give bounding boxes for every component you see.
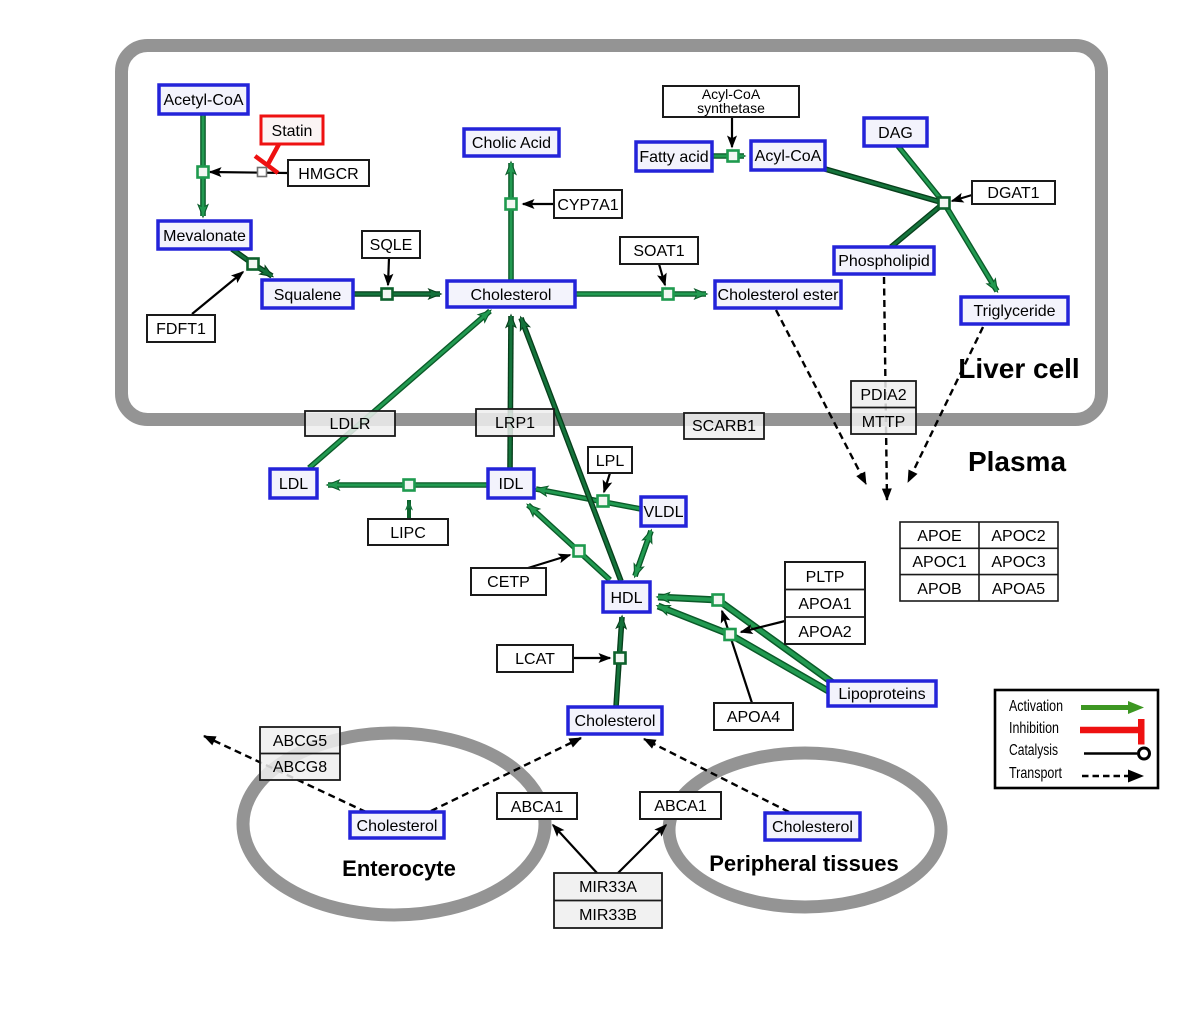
svg-text:APOA5: APOA5 [992, 581, 1045, 598]
svg-text:SQLE: SQLE [370, 237, 413, 254]
svg-text:APOC1: APOC1 [912, 554, 966, 571]
svg-text:DGAT1: DGAT1 [987, 185, 1039, 202]
svg-text:ABCA1: ABCA1 [511, 799, 564, 816]
svg-text:Lipoproteins: Lipoproteins [838, 686, 925, 703]
svg-text:Cholic Acid: Cholic Acid [472, 135, 551, 152]
svg-text:CETP: CETP [487, 574, 530, 591]
svg-text:PLTP: PLTP [806, 569, 845, 586]
svg-text:Statin: Statin [272, 123, 313, 140]
svg-text:FDFT1: FDFT1 [156, 321, 206, 338]
svg-text:VLDL: VLDL [643, 504, 683, 521]
svg-text:Acyl-CoA: Acyl-CoA [755, 148, 822, 165]
svg-text:Phospholipid: Phospholipid [838, 253, 930, 270]
svg-text:Acyl-CoA: Acyl-CoA [702, 86, 761, 102]
svg-text:Cholesterol ester: Cholesterol ester [718, 287, 840, 304]
svg-text:APOA2: APOA2 [798, 624, 851, 641]
svg-text:Liver cell: Liver cell [958, 353, 1079, 384]
svg-text:MTTP: MTTP [862, 414, 906, 431]
svg-text:ABCG5: ABCG5 [273, 733, 327, 750]
svg-text:MIR33B: MIR33B [579, 907, 637, 924]
svg-text:CYP7A1: CYP7A1 [557, 197, 618, 214]
svg-text:SCARB1: SCARB1 [692, 418, 756, 435]
svg-text:Cholesterol: Cholesterol [357, 818, 438, 835]
svg-text:Inhibition: Inhibition [1009, 720, 1059, 737]
svg-text:SOAT1: SOAT1 [633, 243, 684, 260]
svg-text:Transport: Transport [1009, 765, 1062, 782]
svg-text:Peripheral tissues: Peripheral tissues [709, 851, 899, 876]
svg-text:LDLR: LDLR [330, 416, 371, 433]
svg-text:APOB: APOB [917, 581, 961, 598]
svg-text:Enterocyte: Enterocyte [342, 856, 456, 881]
svg-text:APOC3: APOC3 [991, 554, 1045, 571]
svg-text:LPL: LPL [596, 453, 625, 470]
svg-text:APOA1: APOA1 [798, 596, 851, 613]
svg-text:HMGCR: HMGCR [298, 166, 358, 183]
svg-text:Activation: Activation [1009, 698, 1063, 715]
svg-text:APOE: APOE [917, 528, 961, 545]
svg-text:Mevalonate: Mevalonate [163, 228, 246, 245]
svg-text:LDL: LDL [279, 476, 308, 493]
svg-text:Catalysis: Catalysis [1009, 742, 1058, 759]
svg-text:Triglyceride: Triglyceride [973, 303, 1055, 320]
svg-text:Squalene: Squalene [274, 287, 342, 304]
svg-text:ABCA1: ABCA1 [654, 798, 707, 815]
svg-text:APOC2: APOC2 [991, 528, 1045, 545]
svg-text:DAG: DAG [878, 125, 913, 142]
svg-text:Plasma: Plasma [968, 446, 1066, 477]
svg-text:ABCG8: ABCG8 [273, 759, 327, 776]
svg-text:HDL: HDL [610, 590, 642, 607]
svg-text:Cholesterol: Cholesterol [471, 287, 552, 304]
svg-text:LCAT: LCAT [515, 651, 555, 668]
svg-text:synthetase: synthetase [697, 100, 765, 116]
svg-text:Fatty acid: Fatty acid [639, 149, 708, 166]
svg-text:Cholesterol: Cholesterol [772, 819, 853, 836]
svg-text:LIPC: LIPC [390, 525, 426, 542]
svg-text:PDIA2: PDIA2 [860, 387, 906, 404]
svg-text:APOA4: APOA4 [727, 709, 780, 726]
svg-text:IDL: IDL [499, 476, 524, 493]
svg-text:Acetyl-CoA: Acetyl-CoA [163, 92, 243, 109]
svg-text:LRP1: LRP1 [495, 415, 535, 432]
svg-text:Cholesterol: Cholesterol [575, 713, 656, 730]
svg-text:MIR33A: MIR33A [579, 879, 637, 896]
